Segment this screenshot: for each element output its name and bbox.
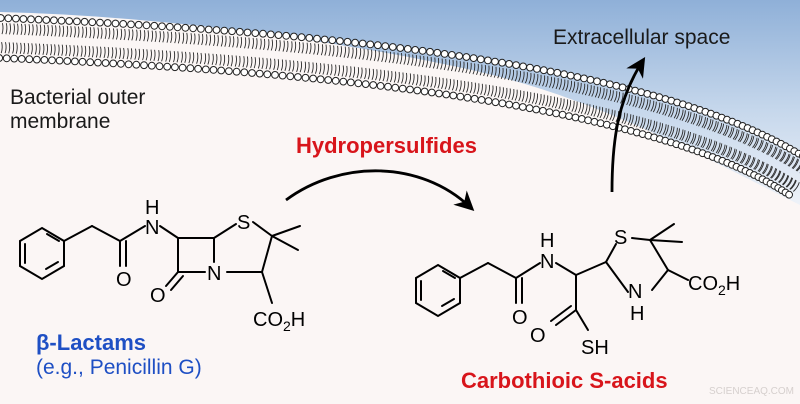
reactant-class-label: β-Lactams: [36, 330, 147, 355]
atom-label: N: [145, 217, 159, 239]
benzene-ring: [19, 226, 65, 281]
penicillin-g-atoms: H N O S O N CO2H: [116, 197, 305, 334]
membrane-label: Bacterial outer membrane: [10, 86, 145, 133]
benzene-ring: [415, 263, 461, 318]
atom-label: O: [530, 325, 546, 347]
atom-label: S: [614, 227, 627, 249]
reactant-example-label: (e.g., Penicillin G): [36, 356, 202, 379]
carboxyl-group: CO2H: [253, 309, 305, 334]
atom-label: N: [207, 263, 221, 285]
reagent-label: Hydropersulfides: [296, 133, 477, 158]
product-class-label: Carbothioic S-acids: [461, 368, 668, 393]
thiol-group: SH: [581, 337, 609, 359]
atom-label: O: [150, 285, 166, 307]
extracellular-region: [0, 0, 800, 205]
lipid-bilayer-membrane: [0, 14, 800, 199]
atom-label: O: [116, 269, 132, 291]
carboxyl-group: CO2H: [688, 273, 740, 298]
penicillin-g-structure: [19, 221, 301, 304]
membrane-label-line2: membrane: [10, 109, 111, 133]
atom-label: N: [540, 251, 554, 273]
export-arrow: [610, 57, 646, 193]
thioacid-product-structure: [415, 223, 689, 331]
reaction-arrow: [285, 169, 475, 212]
thioacid-product-atoms: H N O S N H CO2H O SH: [512, 227, 740, 359]
membrane-label-line1: Bacterial outer: [10, 86, 146, 109]
atom-label: O: [512, 307, 528, 329]
atom-label: H: [540, 230, 554, 252]
atom-label: S: [237, 212, 250, 234]
atom-label: N: [628, 281, 642, 303]
watermark: SCIENCEAQ.COM: [709, 386, 795, 397]
extracellular-label: Extracellular space: [553, 26, 731, 49]
atom-label: H: [630, 303, 644, 325]
atom-label: H: [145, 197, 159, 219]
